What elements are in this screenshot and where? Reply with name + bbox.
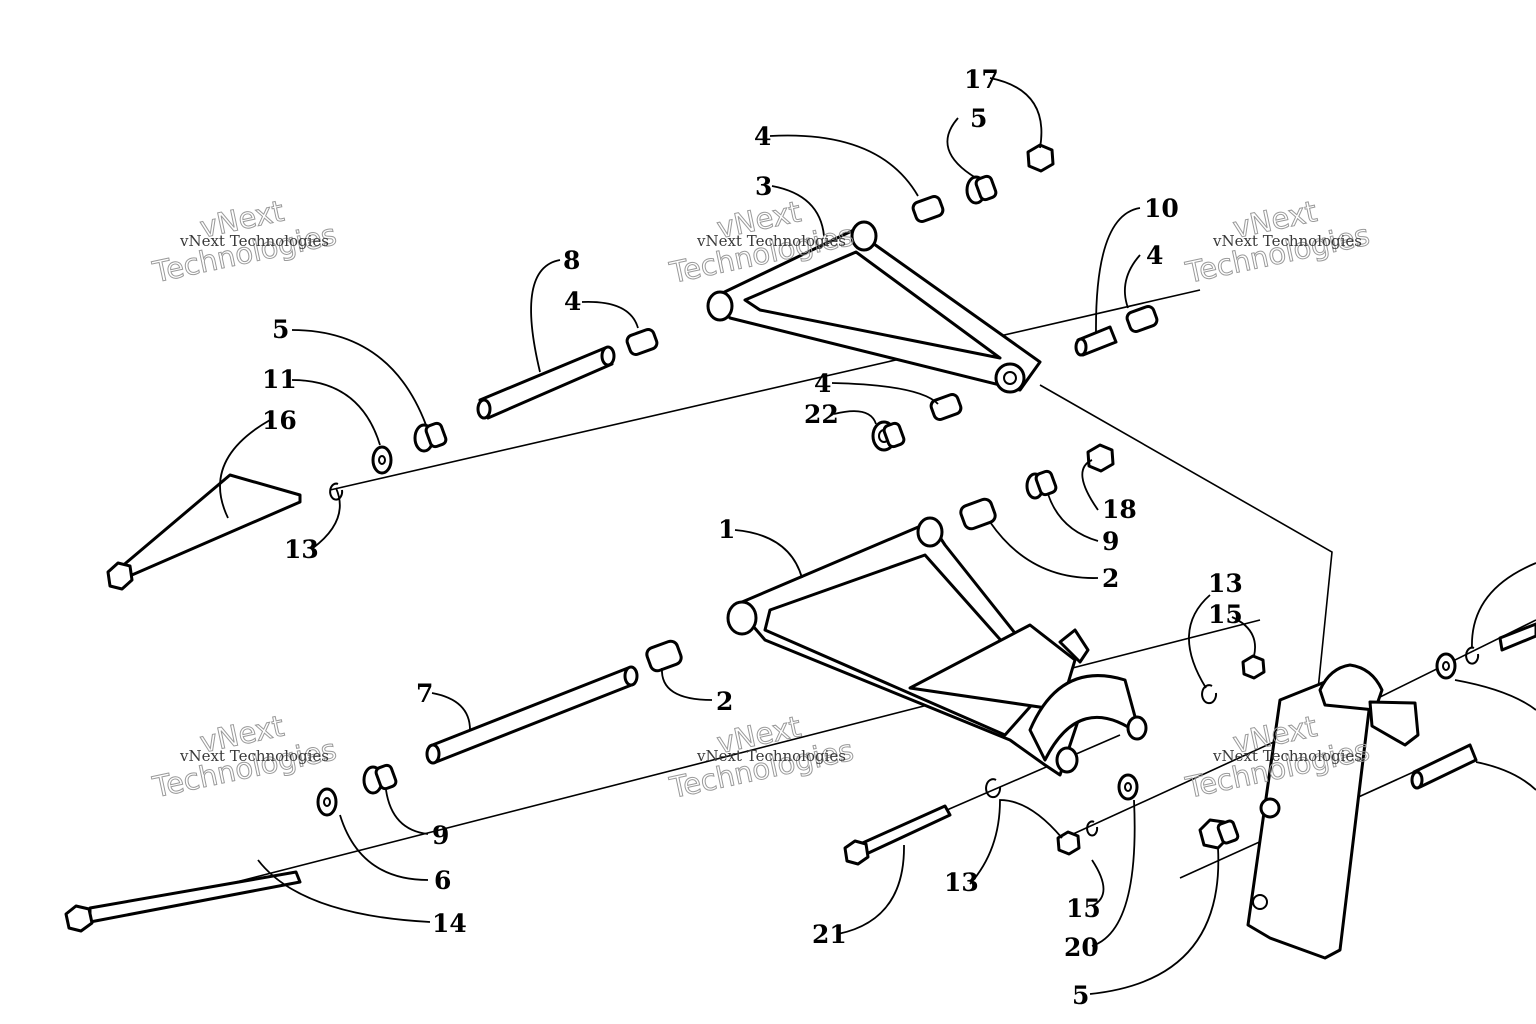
callout-18: 18 xyxy=(1102,495,1137,524)
callout-9-bottom: 9 xyxy=(432,821,449,850)
watermark-top-right: vNext Technologies vNext Technologies xyxy=(1182,194,1373,291)
flange-9-top xyxy=(1025,469,1058,500)
svg-text:vNext Technologies: vNext Technologies xyxy=(696,747,846,765)
upper-a-arm xyxy=(706,220,1042,394)
stud-right xyxy=(1498,622,1536,652)
lockwasher-13-bottom xyxy=(985,778,1002,799)
watermark-top-left: vNext Technologies vNext Technologies xyxy=(149,193,340,290)
callout-15-bottom: 15 xyxy=(1066,894,1101,923)
nut-17 xyxy=(1026,143,1055,173)
watermark-bottom-center: vNext Technologies vNext Technologies xyxy=(666,709,857,806)
callout-4-bottom: 4 xyxy=(814,369,831,398)
washer-6 xyxy=(316,787,338,817)
callout-5-bottom: 5 xyxy=(1072,981,1089,1010)
sleeve-8 xyxy=(476,345,616,420)
bushing-4-right xyxy=(1125,305,1159,333)
callout-3: 3 xyxy=(755,172,772,201)
nut-15-top xyxy=(1241,654,1266,680)
flange-5-bottom xyxy=(1198,818,1240,850)
sleeve-10 xyxy=(1074,325,1118,357)
washer-right xyxy=(1435,652,1457,680)
callout-4-right: 4 xyxy=(1146,241,1163,270)
callout-11: 11 xyxy=(262,365,297,394)
lockwasher-13-left xyxy=(329,482,344,501)
leader-lines xyxy=(219,77,1536,995)
callout-5-top: 5 xyxy=(970,104,987,133)
svg-text:vNext Technologies: vNext Technologies xyxy=(179,232,329,250)
callout-2-top: 2 xyxy=(1102,564,1119,593)
bushing-2-top xyxy=(959,497,997,531)
svg-text:vNext Technologies: vNext Technologies xyxy=(696,232,846,250)
flange-9-bottom xyxy=(362,763,398,795)
callout-21: 21 xyxy=(812,920,847,949)
lower-a-arm xyxy=(726,516,1148,777)
nut-18 xyxy=(1086,443,1115,473)
bolt-16 xyxy=(106,473,302,591)
callout-2-bottom: 2 xyxy=(716,687,733,716)
callout-1: 1 xyxy=(718,515,735,544)
lockwasher-13-right xyxy=(1201,684,1218,705)
callout-13-bottom: 13 xyxy=(944,868,979,897)
svg-text:vNext Technologies: vNext Technologies xyxy=(1212,232,1362,250)
callout-9-top: 9 xyxy=(1102,527,1119,556)
callout-5-left: 5 xyxy=(272,315,289,344)
callout-16: 16 xyxy=(262,406,297,435)
washer-20 xyxy=(1117,773,1139,801)
flange-22 xyxy=(871,420,906,452)
lockwasher-15-bottom xyxy=(1086,820,1099,837)
callout-13-left: 13 xyxy=(284,535,319,564)
callout-4-top: 4 xyxy=(754,122,771,151)
svg-text:vNext Technologies: vNext Technologies xyxy=(179,747,329,765)
spindle-knuckle xyxy=(1246,663,1420,960)
bushing-4-top xyxy=(911,195,945,223)
callout-14: 14 xyxy=(432,909,467,938)
washer-11 xyxy=(371,445,393,475)
flange-5-left xyxy=(413,421,448,453)
bushing-4-left xyxy=(625,328,659,356)
flange-5-top xyxy=(965,174,998,205)
callout-10: 10 xyxy=(1144,194,1179,223)
callout-20: 20 xyxy=(1064,933,1099,962)
callout-22: 22 xyxy=(804,400,839,429)
watermark-bottom-left: vNext Technologies vNext Technologies xyxy=(149,708,340,805)
bolt-21 xyxy=(843,804,952,866)
bushing-4-bottom xyxy=(929,393,963,421)
callout-7: 7 xyxy=(416,679,433,708)
bolt-14 xyxy=(64,870,302,933)
lockwasher-right xyxy=(1465,646,1480,665)
callout-labels: 17 5 4 3 10 4 8 4 5 11 16 4 22 18 9 13 1… xyxy=(262,65,1243,1010)
callout-15-top: 15 xyxy=(1208,600,1243,629)
callout-6: 6 xyxy=(434,866,451,895)
callout-8: 8 xyxy=(563,246,580,275)
callout-17: 17 xyxy=(964,65,999,94)
sleeve-7 xyxy=(425,665,639,765)
sleeve-right xyxy=(1410,743,1478,790)
bushing-2-bottom xyxy=(645,639,683,673)
svg-text:vNext Technologies: vNext Technologies xyxy=(1212,747,1362,765)
nut-15-bottom xyxy=(1056,830,1081,856)
callout-4-left: 4 xyxy=(564,287,581,316)
callout-13-right: 13 xyxy=(1208,569,1243,598)
